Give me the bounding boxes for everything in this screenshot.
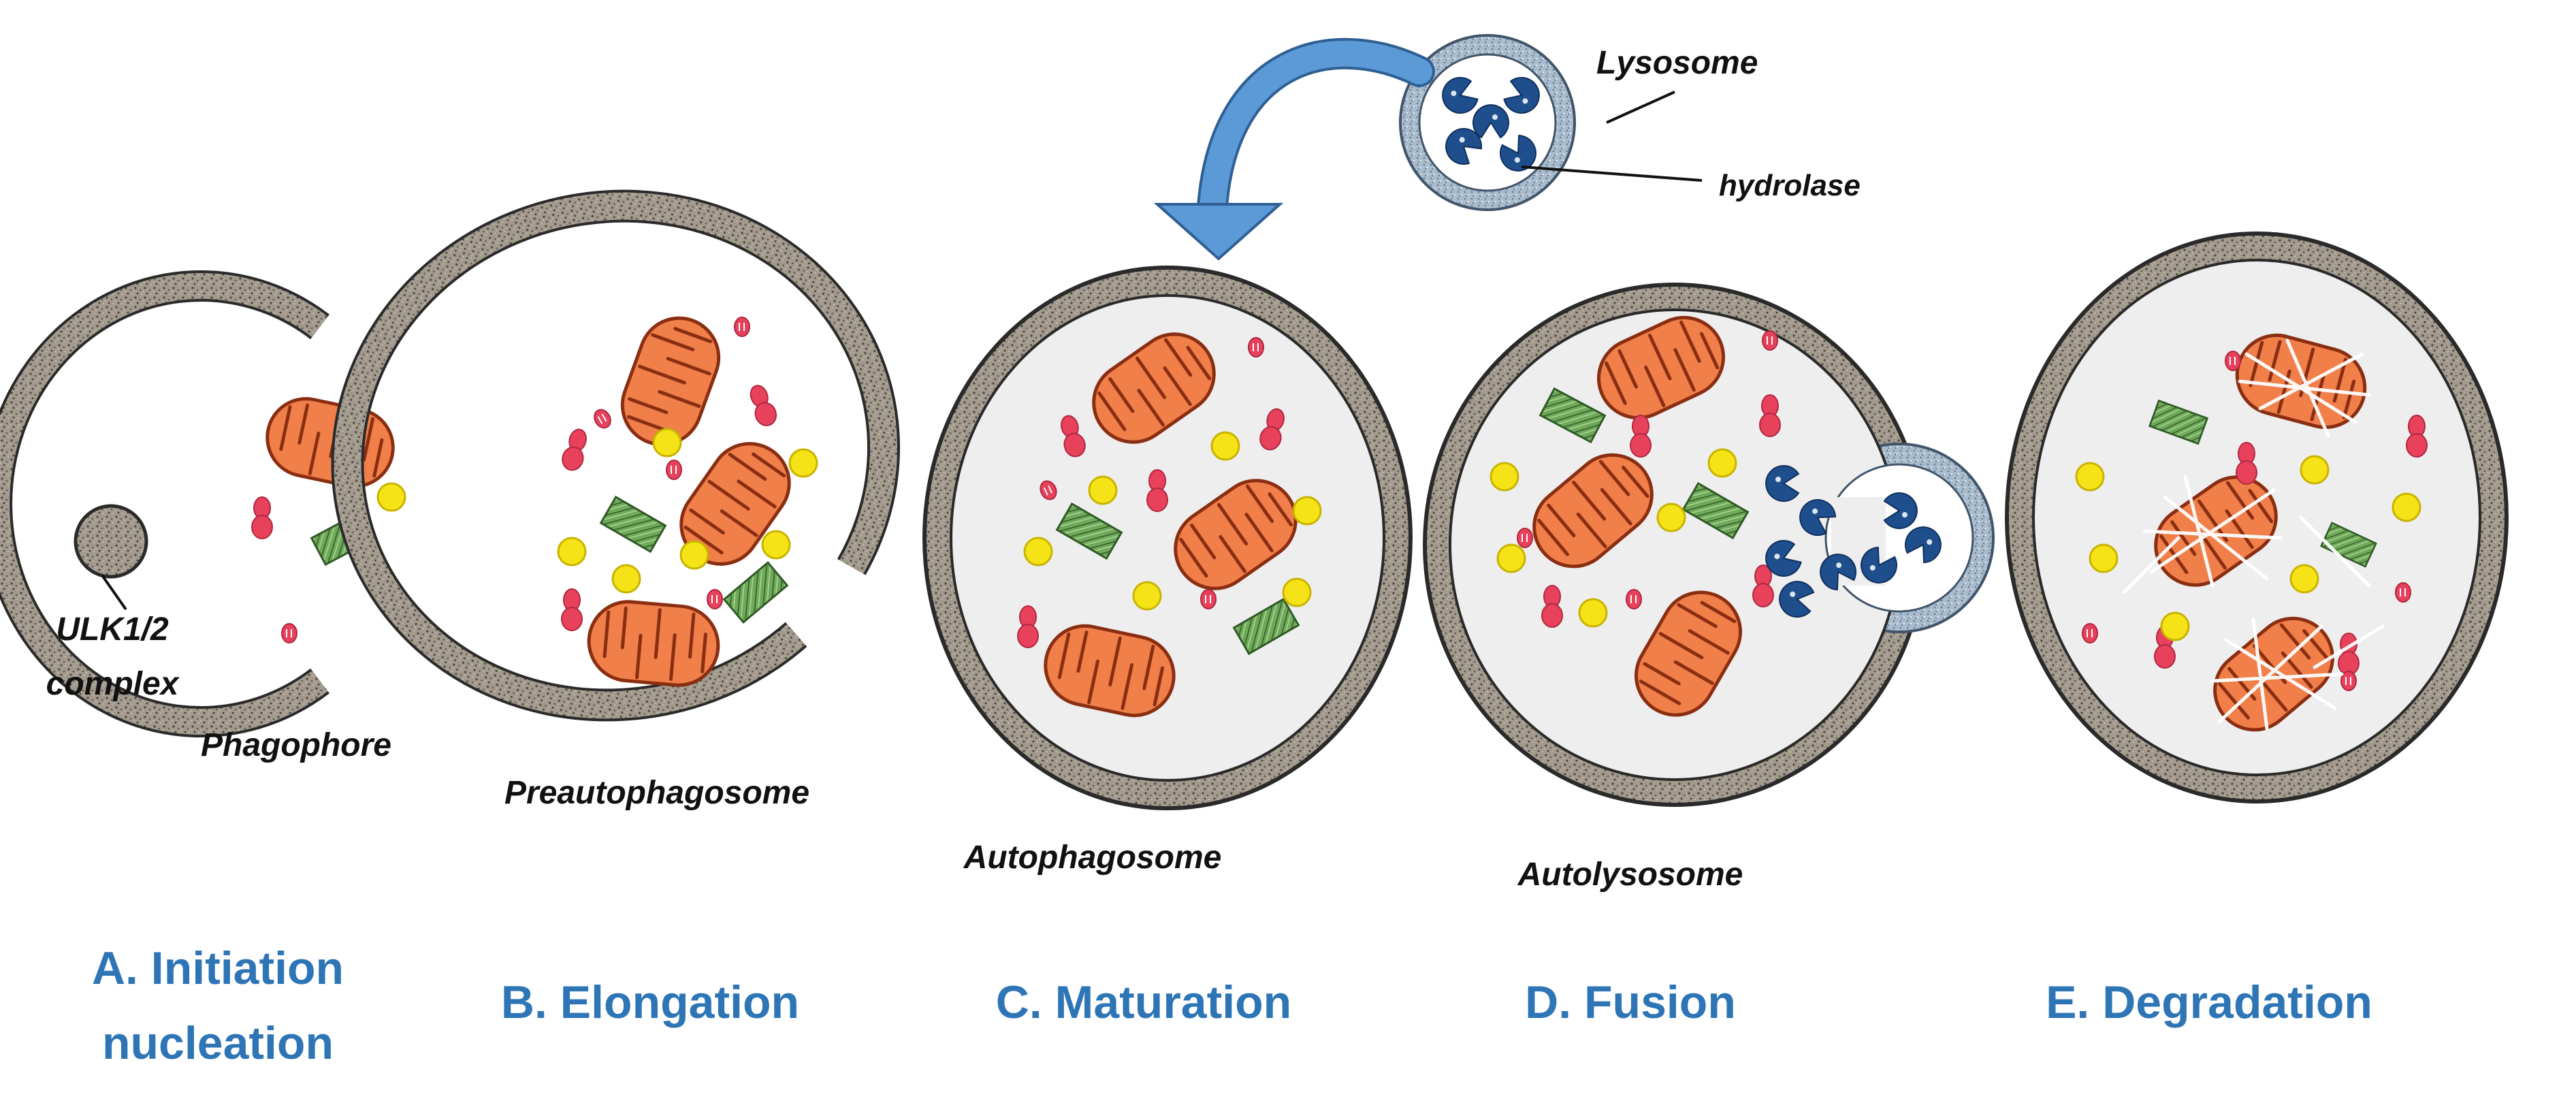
vesicle-icon <box>281 623 297 643</box>
mitochondrion-icon <box>260 392 400 494</box>
mitochondrion-icon <box>585 599 721 688</box>
stage-title-e: E. Degradation <box>2046 976 2372 1028</box>
stage-title-b: B. Elongation <box>501 976 799 1028</box>
hydrolase-label: hydrolase <box>1719 169 1861 202</box>
stage-title-a-line2: nucleation <box>102 1017 334 1069</box>
vesicle-icon <box>251 496 273 539</box>
preautophagosome <box>331 189 936 722</box>
phagophore <box>0 270 406 737</box>
phagophore-label: Phagophore <box>201 727 391 763</box>
preautophagosome-label: Preautophagosome <box>504 775 809 811</box>
ulk-label-line1: ULK1/2 <box>56 611 169 648</box>
autophagosome <box>922 266 1413 810</box>
curved-arrow-icon <box>1153 37 1435 261</box>
stage-title-d: D. Fusion <box>1525 976 1736 1028</box>
ulk-label-line2: complex <box>46 666 180 702</box>
autophagosome-label: Autophagosome <box>963 840 1222 876</box>
degradation-vesicle <box>2005 232 2509 803</box>
autolysosome-label: Autolysosome <box>1517 857 1743 893</box>
lysosome-label: Lysosome <box>1596 45 1758 81</box>
lysosome <box>1399 34 1703 211</box>
autolysosome-fusion <box>1423 283 1995 807</box>
vesicle-icon <box>376 482 406 512</box>
stage-title-c: C. Maturation <box>996 976 1291 1028</box>
ulk-complex <box>74 504 148 611</box>
stage-title-a-line1: A. Initiation <box>92 942 344 994</box>
